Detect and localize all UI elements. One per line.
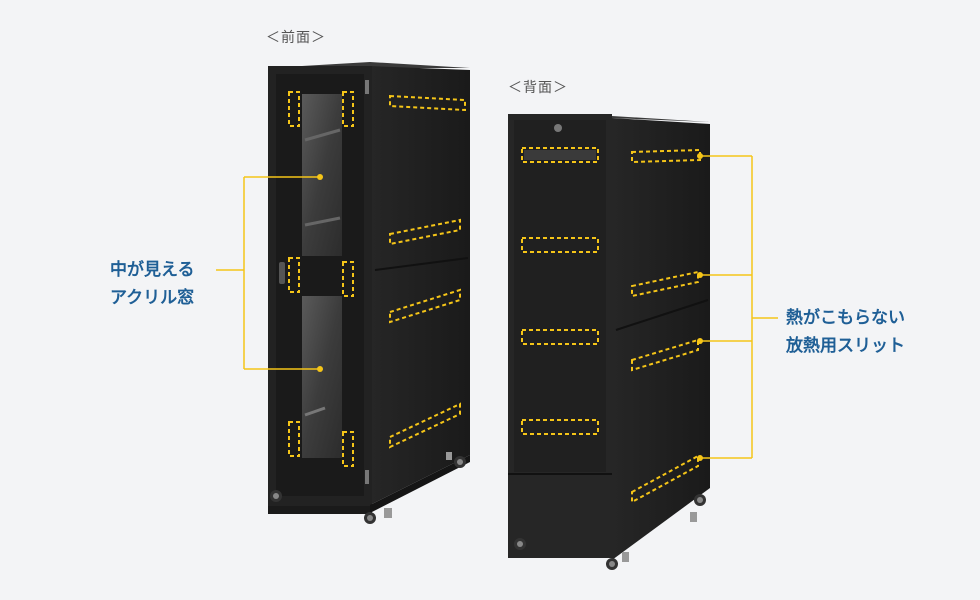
acrylic-window-lower: [302, 296, 342, 458]
acrylic-window-callout: 中が見える アクリル窓: [110, 256, 195, 312]
acrylic-window-callout-line2: アクリル窓: [110, 288, 195, 308]
back-cabinet: [508, 114, 710, 570]
vent-slit-callout: 熱がこもらない 放熱用スリット: [786, 304, 905, 360]
back-ventilation-highlights: [521, 147, 701, 504]
back-cabinet-side-panel: [612, 118, 710, 560]
front-cabinet-side-panel: [370, 66, 470, 505]
door-handle: [279, 262, 285, 284]
vent-slit-callout-line2: 放熱用スリット: [786, 336, 905, 356]
callout-connector-right: [700, 155, 778, 459]
vent-slit-callout-line1: 熱がこもらない: [786, 308, 905, 328]
callout-connector-left: [216, 176, 320, 370]
front-ventilation-highlights: [288, 91, 466, 467]
front-view-label: ＜前面＞: [266, 30, 326, 46]
acrylic-window-callout-line1: 中が見える: [110, 260, 195, 280]
front-cabinet: [268, 62, 470, 524]
back-view-label: ＜背面＞: [508, 80, 568, 96]
